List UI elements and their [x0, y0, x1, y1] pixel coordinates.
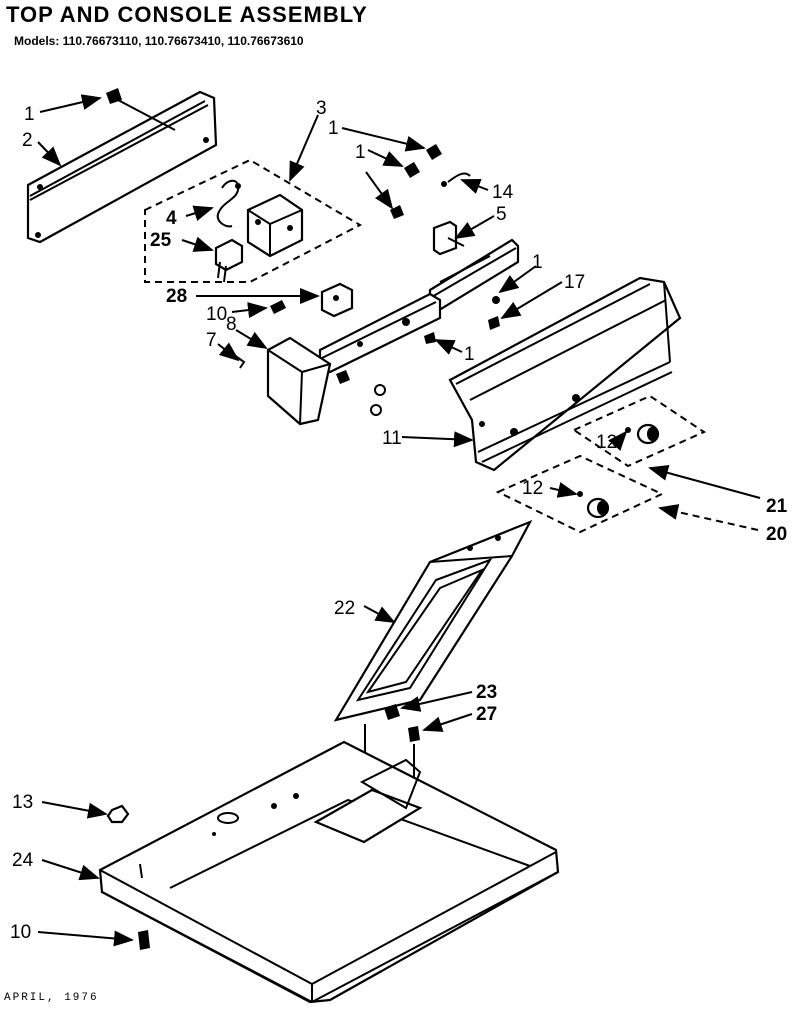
- knob-group-lower-outline: [495, 454, 665, 534]
- models-line: Models: 110.76673110, 110.76673410, 110.…: [14, 34, 304, 48]
- part-screws-lower-left: [336, 332, 436, 416]
- knob-group-upper-outline: [571, 394, 707, 468]
- callout-arrows: [37, 94, 761, 947]
- part-screw-23: [384, 704, 400, 720]
- part-lint-screen: [333, 519, 533, 722]
- callout-14: 14: [492, 182, 514, 203]
- diagram-title: TOP AND CONSOLE ASSEMBLY: [6, 2, 368, 27]
- part-screw-10: [270, 300, 286, 314]
- callout-27: 27: [476, 704, 497, 725]
- callout-21: 21: [766, 496, 788, 517]
- part-screws-upper: [390, 144, 471, 219]
- callout-10a: 10: [206, 304, 227, 325]
- callout-labels: 1 2 3 1 1 14 5 4 25 1 17 28 10 8 7 1 11 …: [10, 98, 788, 943]
- part-screw-10-lower: [138, 930, 150, 950]
- part-rear-panel: [26, 90, 218, 244]
- callout-1d: 1: [532, 252, 543, 273]
- part-knob-lower: [577, 491, 610, 519]
- callout-22: 22: [334, 598, 355, 619]
- callout-10b: 10: [10, 922, 31, 943]
- callout-17: 17: [564, 272, 585, 293]
- callout-1a: 1: [24, 104, 35, 125]
- timer-group-outline: [144, 158, 363, 283]
- part-end-cap: [266, 336, 332, 426]
- callout-23: 23: [476, 682, 497, 703]
- part-knob-upper: [625, 423, 660, 445]
- callout-8: 8: [226, 314, 237, 335]
- callout-28: 28: [166, 286, 187, 307]
- part-door-switch: [432, 220, 465, 256]
- callout-12a: 12: [596, 432, 617, 453]
- part-thermostat: [320, 282, 354, 318]
- part-timer: [246, 193, 304, 258]
- callout-1c: 1: [355, 142, 366, 163]
- callout-3: 3: [316, 98, 327, 119]
- callout-5: 5: [496, 204, 507, 225]
- part-control-console: [448, 276, 682, 472]
- part-dryer-top: [98, 740, 560, 1004]
- callout-7: 7: [206, 330, 217, 351]
- callout-24: 24: [12, 850, 34, 871]
- callout-12b: 12: [522, 478, 543, 499]
- part-screw-27: [408, 726, 420, 742]
- callout-2: 2: [22, 130, 33, 151]
- part-switch: [214, 238, 244, 283]
- callout-1e: 1: [464, 344, 475, 365]
- callout-1b: 1: [328, 118, 339, 139]
- part-screw-1: [106, 88, 176, 131]
- footer-date: APRIL, 1976: [4, 992, 99, 1004]
- callout-13: 13: [12, 792, 33, 813]
- callout-11: 11: [382, 428, 402, 449]
- callout-20: 20: [766, 524, 787, 545]
- callout-4: 4: [166, 208, 177, 229]
- callout-25: 25: [150, 230, 172, 251]
- part-nut-13: [106, 804, 130, 824]
- part-wire-harness: [216, 179, 241, 228]
